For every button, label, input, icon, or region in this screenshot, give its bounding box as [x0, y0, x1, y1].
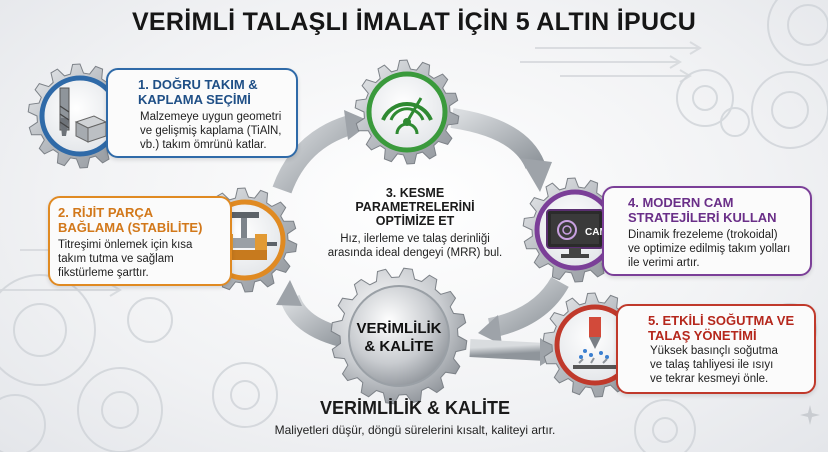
tip-card-5: 5. ETKİLİ SOĞUTMA VE TALAŞ YÖNETİMİ Yüks…: [616, 304, 816, 394]
tip-4-title-line-2: STRATEJİLERİ KULLAN: [628, 210, 777, 225]
page-title: VERİMLİ TALAŞLI İMALAT İÇİN 5 ALTIN İPUC…: [131, 8, 697, 36]
tip-5-body-line-2: ve talaş tahliyesi ile ısıyı: [650, 359, 774, 371]
tip-2-body-line-3: fikstürleme şarttır.: [58, 267, 149, 279]
tip-3-body-line-2: arasında ideal dengeyi (MRR) bul.: [327, 247, 503, 259]
tip-5-body-line-1: Yüksek basınçlı soğutma: [650, 345, 778, 357]
tip-3-body: Hız, ilerleme ve talaş derinliği arasınd…: [300, 232, 530, 260]
tip-2-body-line-1: Titreşimi önlemek için kısa: [58, 239, 193, 251]
tip-5-body-line-3: ve tekrar kesmeyi önle.: [650, 373, 769, 385]
footer-title: VERİMLİLİK & KALİTE: [320, 398, 510, 418]
gear-tip-3: [354, 59, 460, 165]
tip-3-title: 3. KESME PARAMETRELERİNİ OPTİMİZE ET: [315, 186, 515, 228]
tip-3-title-line-1: 3. KESME: [385, 186, 445, 200]
tip-card-1: 1. DOĞRU TAKIM & KAPLAMA SEÇİMİ Malzemey…: [106, 68, 298, 158]
cam-monitor-icon: CAM: [546, 209, 608, 258]
hub-line-2: & KALİTE: [364, 338, 434, 355]
tip-3-title-line-2: PARAMETRELERİNİ: [355, 200, 475, 214]
tip-card-4: 4. MODERN CAM STRATEJİLERİ KULLAN Dinami…: [602, 186, 812, 276]
tip-5-title-line-2: TALAŞ YÖNETİMİ: [648, 328, 757, 343]
tip-1-body-line-1: Malzemeye uygun geometri: [140, 111, 282, 123]
tip-3-title-line-3: OPTİMİZE ET: [375, 214, 455, 228]
gauge-dial-icon: [381, 97, 433, 135]
tip-1-title-line-2: KAPLAMA SEÇİMİ: [138, 92, 251, 107]
tip-card-2: 2. RİJİT PARÇA BAĞLAMA (STABİLİTE) Titre…: [48, 196, 232, 286]
hub-line-1: VERİMLİLİK: [356, 320, 442, 337]
tip-2-title-line-2: BAĞLAMA (STABİLİTE): [58, 220, 203, 235]
tip-5-title-line-1: 5. ETKİLİ SOĞUTMA VE: [648, 313, 795, 328]
tip-4-title-line-1: 4. MODERN CAM: [628, 195, 734, 210]
tip-4-body-line-3: ile verimi artır.: [628, 257, 700, 269]
sparkle-icon: [800, 405, 820, 425]
tip-1-body-line-2: ve gelişmiş kaplama (TiAlN,: [140, 125, 282, 137]
tip-1-body-line-3: vb.) takım ömrünü katlar.: [140, 139, 267, 151]
tip-2-body-line-2: takım tutma ve sağlam: [58, 253, 174, 265]
hub-label: VERİMLİLİK & KALİTE: [344, 320, 454, 356]
svg-text:CAM: CAM: [585, 227, 608, 238]
tip-1-title-line-1: 1. DOĞRU TAKIM &: [138, 77, 258, 92]
footer-body: Maliyetleri düşür, döngü sürelerini kısa…: [274, 423, 556, 437]
end-mill-and-block-icon: [59, 87, 108, 143]
tip-4-body-line-1: Dinamik frezeleme (trokoidal): [628, 229, 778, 241]
tip-4-body-line-2: ve optimize edilmiş takım yolları: [628, 243, 791, 255]
tip-3-body-line-1: Hız, ilerleme ve talaş derinliği: [340, 233, 490, 245]
tip-2-title-line-1: 2. RİJİT PARÇA: [58, 205, 154, 220]
gear-hub: [330, 267, 468, 405]
coolant-spray-icon: [573, 317, 617, 369]
